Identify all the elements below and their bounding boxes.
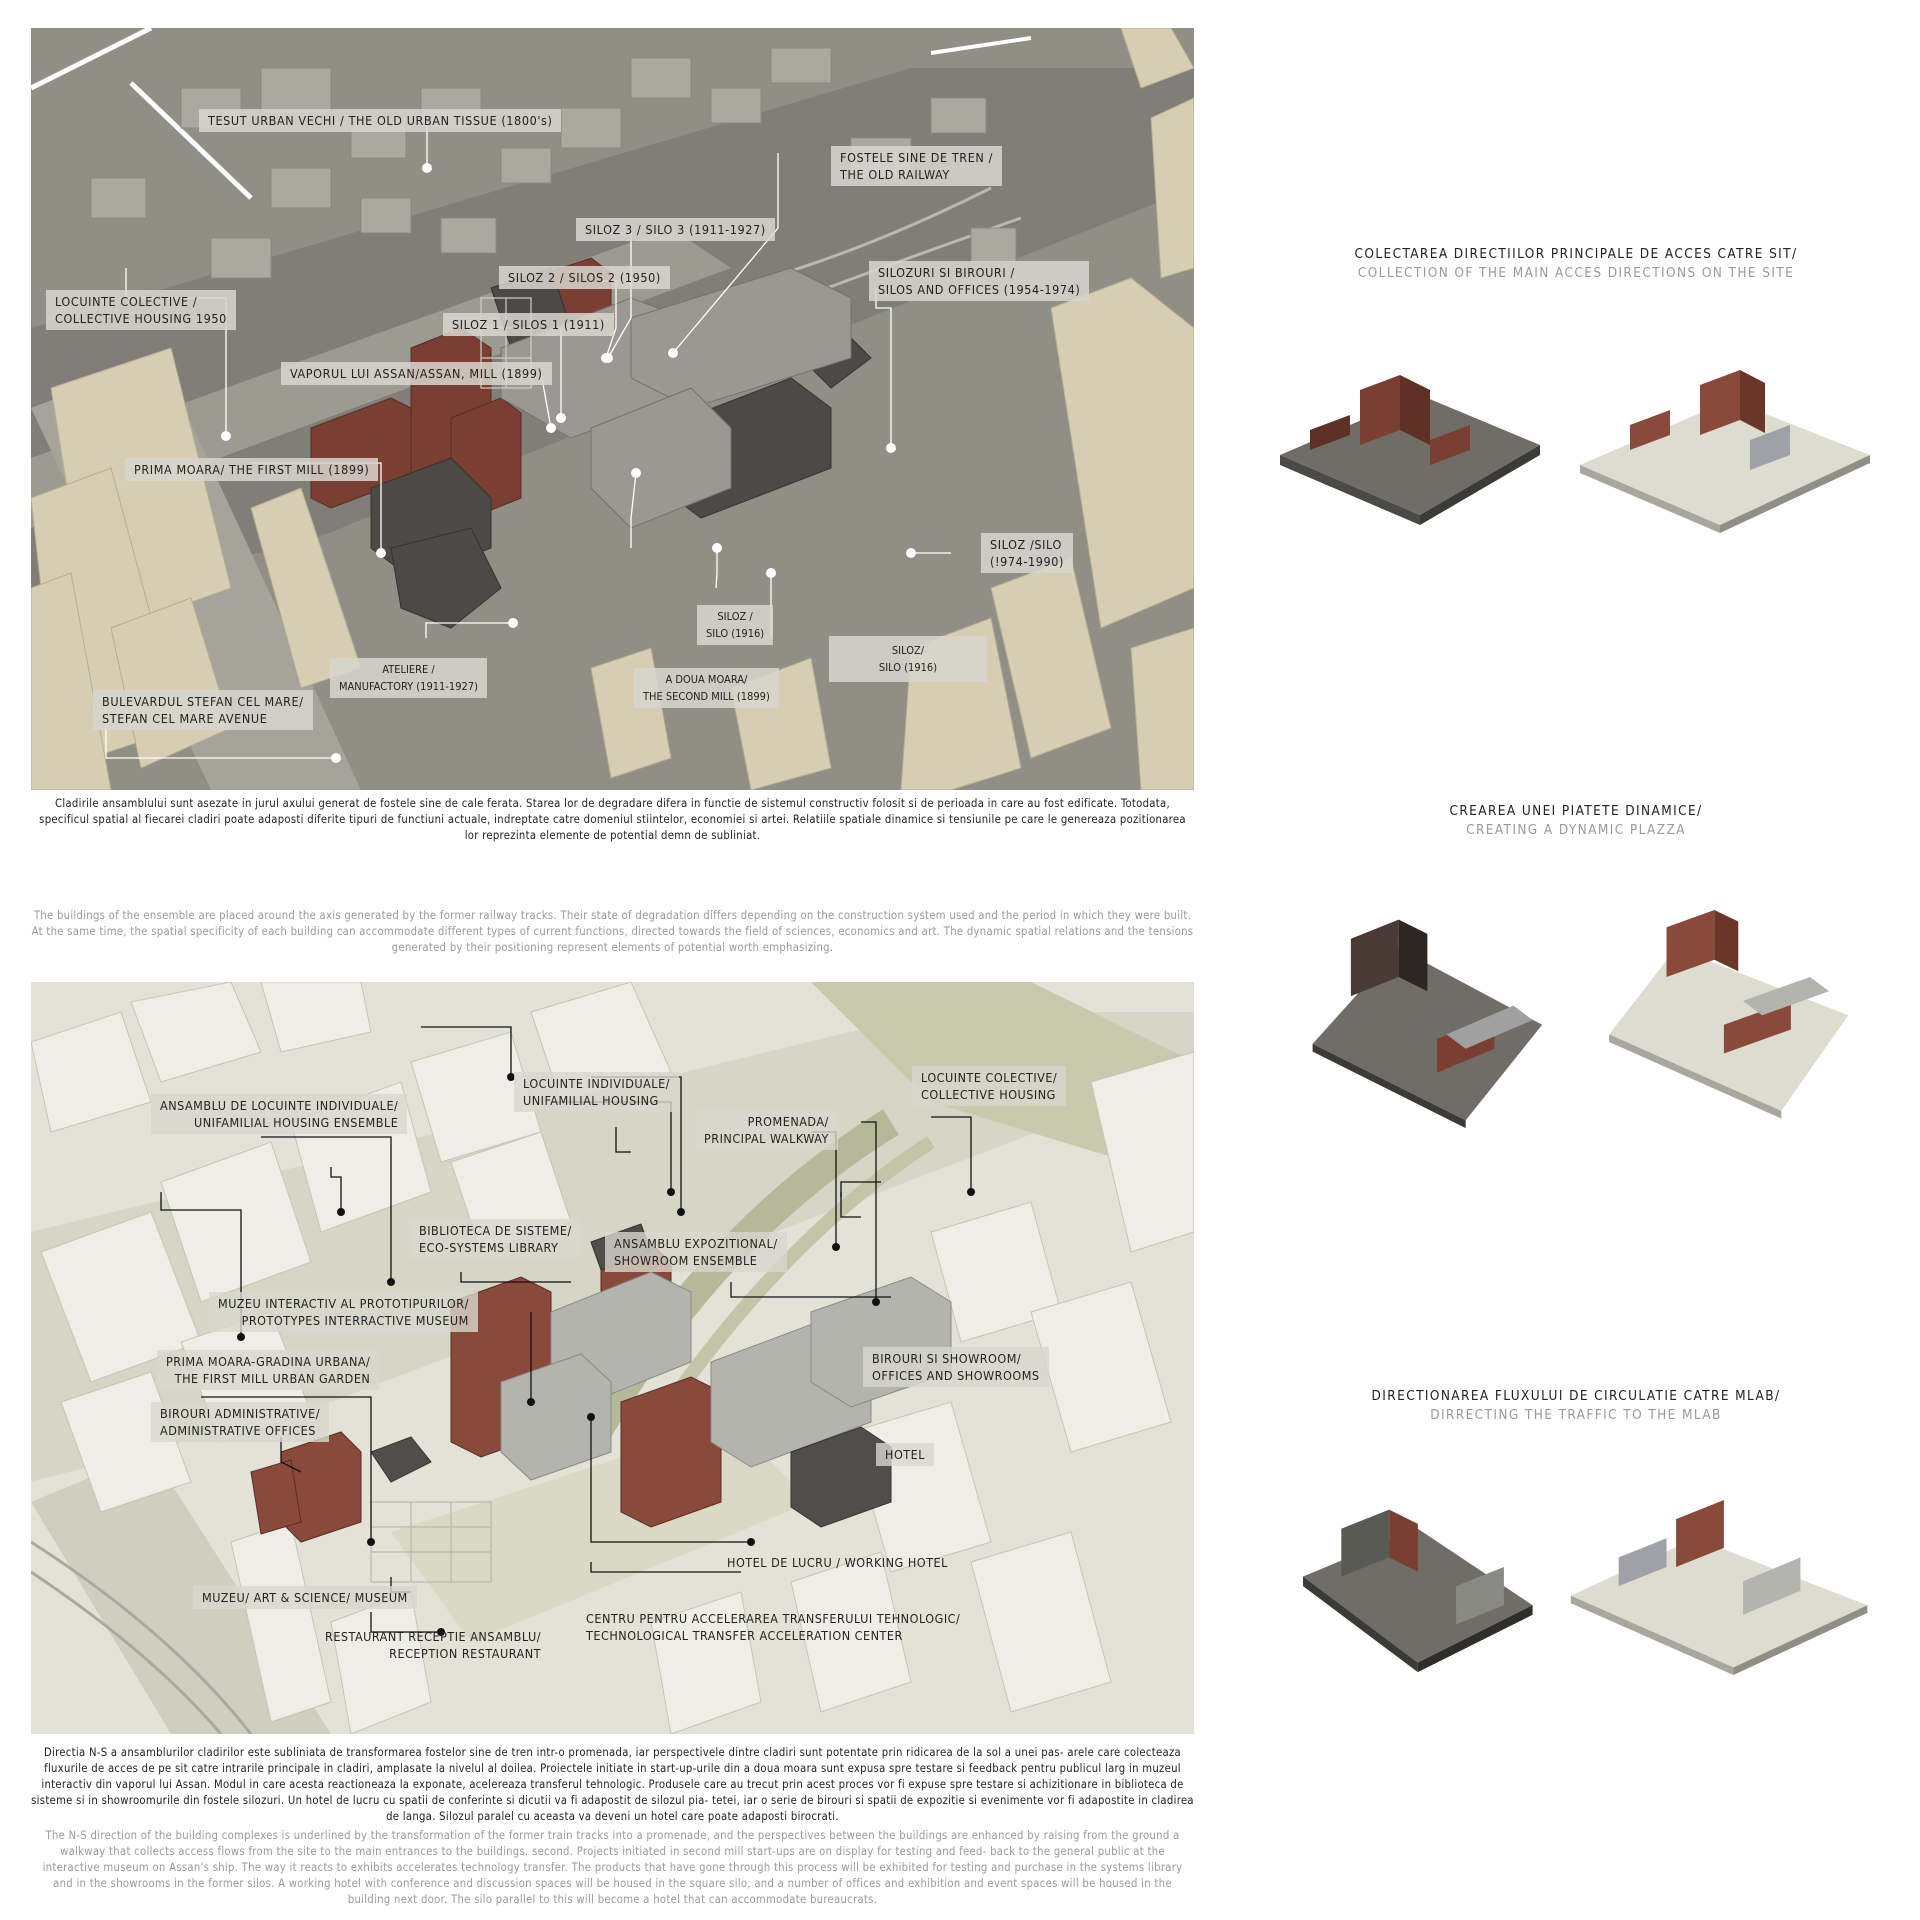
model-pair-plaza: [1312, 910, 1849, 1129]
label-silo-1916-b: SILOZ/ SILO (1916): [829, 636, 987, 682]
label-hotel: HOTEL: [876, 1443, 935, 1466]
label-administrative: BIROURI ADMINISTRATIVE/ ADMINISTRATIVE O…: [151, 1402, 330, 1442]
heading-access-directions-ro: COLECTAREA DIRECTIILOR PRINCIPALE DE ACC…: [1354, 246, 1798, 262]
label-first-mill: PRIMA MOARA/ THE FIRST MILL (1899): [125, 458, 379, 481]
label-old-urban-tissue: TESUT URBAN VECHI / THE OLD URBAN TISSUE…: [199, 109, 562, 132]
label-reception-restaurant: RESTAURANT RECEPTIE ANSAMBLU/ RECEPTION …: [325, 1629, 541, 1661]
heading-dynamic-plaza: CREAREA UNEI PIATETE DINAMICE/ CREATING …: [1296, 802, 1856, 840]
heading-traffic-mlab-en: DIRRECTING THE TRAFFIC TO THE MLAB: [1430, 1407, 1722, 1423]
model-pair-access: [1280, 370, 1870, 533]
label-promenade: PROMENADA/ PRINCIPAL WALKWAY: [695, 1110, 838, 1150]
label-siloz-3: SILOZ 3 / SILO 3 (1911-1927): [576, 218, 775, 241]
heading-traffic-mlab-ro: DIRECTIONAREA FLUXULUI DE CIRCULATIE CAT…: [1371, 1388, 1781, 1404]
label-unifamilial-housing: LOCUINTE INDIVIDUALE/ UNIFAMILIAL HOUSIN…: [514, 1072, 679, 1112]
label-art-science-museum: MUZEU/ ART & SCIENCE/ MUSEUM: [193, 1586, 417, 1609]
caption-proposal-ro: Directia N-S a ansamblurilor cladirilor …: [31, 1746, 1194, 1823]
label-working-hotel: HOTEL DE LUCRU / WORKING HOTEL: [727, 1555, 948, 1570]
label-urban-garden: PRIMA MOARA-GRADINA URBANA/ THE FIRST MI…: [157, 1350, 380, 1390]
label-prototypes-museum: MUZEU INTERACTIV AL PROTOTIPURILOR/ PROT…: [209, 1292, 478, 1332]
existing-site-drawing: [31, 28, 1194, 790]
heading-traffic-mlab: DIRECTIONAREA FLUXULUI DE CIRCULATIE CAT…: [1296, 1387, 1856, 1425]
caption-existing-en: The buildings of the ensemble are placed…: [31, 909, 1194, 954]
label-second-mill: A DOUA MOARA/ THE SECOND MILL (1899): [634, 668, 779, 708]
label-siloz-2: SILOZ 2 / SILOS 2 (1950): [499, 266, 670, 289]
label-collective-housing: LOCUINTE COLECTIVE / COLLECTIVE HOUSING …: [46, 290, 236, 330]
label-unifamilial-ensemble: ANSAMBLU DE LOCUINTE INDIVIDUALE/ UNIFAM…: [151, 1094, 408, 1134]
label-collective-housing-2: LOCUINTE COLECTIVE/ COLLECTIVE HOUSING: [912, 1066, 1067, 1106]
model-pair-traffic: [1303, 1500, 1868, 1676]
label-manufactory: ATELIERE / MANUFACTORY (1911-1927): [330, 658, 487, 698]
label-siloz-1: SILOZ 1 / SILOS 1 (1911): [443, 313, 614, 336]
heading-access-directions: COLECTAREA DIRECTIILOR PRINCIPALE DE ACC…: [1296, 245, 1856, 283]
label-silos-offices: SILOZURI SI BIROURI / SILOS AND OFFICES …: [869, 261, 1090, 301]
heading-access-directions-en: COLLECTION OF THE MAIN ACCES DIRECTIONS …: [1357, 265, 1795, 281]
label-silo-1916-a: SILOZ / SILO (1916): [697, 605, 774, 645]
label-stefan-cel-mare: BULEVARDUL STEFAN CEL MARE/ STEFAN CEL M…: [93, 690, 313, 730]
caption-existing-ro: Cladirile ansamblului sunt asezate in ju…: [39, 797, 1186, 842]
label-old-railway: FOSTELE SINE DE TREN / THE OLD RAILWAY: [831, 146, 1003, 186]
heading-dynamic-plaza-en: CREATING A DYNAMIC PLAZZA: [1466, 822, 1686, 838]
caption-proposal-en: The N-S direction of the building comple…: [42, 1829, 1183, 1906]
label-offices-showrooms: BIROURI SI SHOWROOM/ OFFICES AND SHOWROO…: [863, 1347, 1049, 1387]
label-eco-library: BIBLIOTECA DE SISTEME/ ECO-SYSTEMS LIBRA…: [410, 1219, 581, 1259]
label-tech-transfer: CENTRU PENTRU ACCELERAREA TRANSFERULUI T…: [586, 1611, 961, 1643]
label-showroom-ensemble: ANSAMBLU EXPOZITIONAL/ SHOWROOM ENSEMBLE: [605, 1232, 787, 1272]
label-silo-1974: SILOZ /SILO (!974-1990): [981, 533, 1074, 573]
heading-dynamic-plaza-ro: CREAREA UNEI PIATETE DINAMICE/: [1449, 803, 1703, 819]
label-assan-mill: VAPORUL LUI ASSAN/ASSAN, MILL (1899): [281, 362, 552, 385]
existing-site-axonometric: TESUT URBAN VECHI / THE OLD URBAN TISSUE…: [31, 28, 1194, 790]
proposal-site-axonometric: ANSAMBLU DE LOCUINTE INDIVIDUALE/ UNIFAM…: [31, 982, 1194, 1734]
